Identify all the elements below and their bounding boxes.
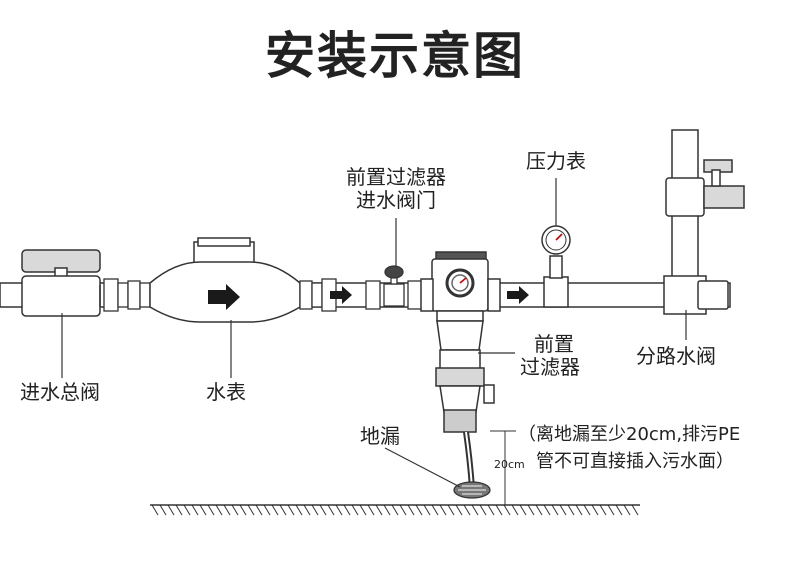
main-inlet-valve xyxy=(21,249,101,317)
prefilter-label: 前置 过滤器 xyxy=(520,333,580,379)
pipe-flow-arrow-2-icon xyxy=(507,286,529,304)
drain-note-line2: 管不可直接插入污水面） xyxy=(536,450,734,472)
floor-ground xyxy=(150,504,640,516)
drain-note: （离地漏至少20cm,排污PE 管不可直接插入污水面） xyxy=(518,424,741,472)
prefilter-gauge-icon xyxy=(445,268,475,298)
meter-flow-arrow-icon xyxy=(208,284,240,310)
pressure-gauge xyxy=(541,225,571,308)
water-meter xyxy=(149,237,301,323)
floor-drain-label: 地漏 xyxy=(360,424,400,448)
prefilter-label-line1: 前置 xyxy=(534,332,574,356)
prefilter-inlet-valve-label-line2: 进水阀门 xyxy=(356,188,436,212)
water-meter-label: 水表 xyxy=(206,380,246,404)
pressure-gauge-label: 压力表 xyxy=(526,149,586,173)
floor-drain-icon xyxy=(453,481,491,499)
meter-outlet-fitting xyxy=(299,278,337,312)
height-dimension xyxy=(490,430,516,506)
branch-riser xyxy=(663,129,745,315)
prefilter-inlet-valve-label-line1: 前置过滤器 xyxy=(346,165,446,189)
drain-note-line1: （离地漏至少20cm,排污PE xyxy=(518,424,741,445)
prefilter-label-line2: 过滤器 xyxy=(520,355,580,379)
page-title: 安装示意图 xyxy=(265,27,525,85)
branch-valve-label: 分路水阀 xyxy=(636,344,716,368)
main-inlet-valve-label: 进水总阀 xyxy=(20,380,100,404)
meter-inlet-fitting xyxy=(103,278,151,312)
prefilter-inlet-valve-label: 前置过滤器 进水阀门 xyxy=(331,166,461,212)
leader-lines xyxy=(61,178,687,488)
pipe-flow-arrow-1-icon xyxy=(330,286,352,304)
height-dimension-label: 20cm xyxy=(494,458,525,471)
